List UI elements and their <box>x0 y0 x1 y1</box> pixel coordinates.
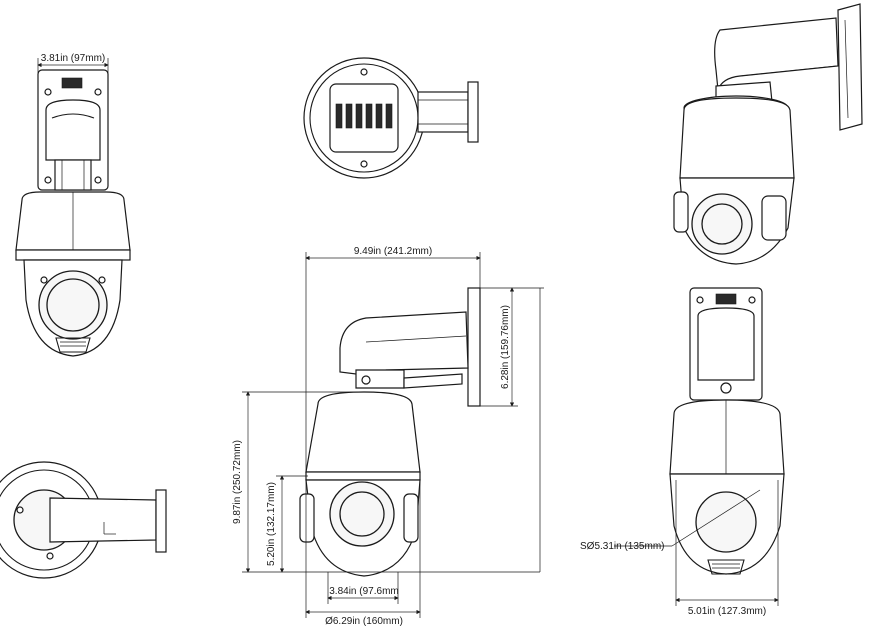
dim-lens-width: 3.84in (97.6mm <box>329 586 398 597</box>
front-view-with-plate: 3.81in (97mm) <box>15 53 131 357</box>
isometric-view <box>673 3 863 265</box>
side-view: 9.49in (241.2mm) 6.28in (159.76mm) 9.87i… <box>232 246 544 627</box>
dim-total-height: 9.87in (250.72mm) <box>232 440 243 524</box>
dim-top-width: 3.81in (97mm) <box>41 53 105 64</box>
dim-bracket-height: 6.28in (159.76mm) <box>500 305 511 389</box>
dim-lower-height: 5.20in (132.17mm) <box>266 482 277 566</box>
top-view <box>303 57 479 179</box>
bottom-view <box>0 461 167 579</box>
fin-group <box>335 103 393 129</box>
dim-diameter: Ø6.29in (160mm) <box>325 616 403 627</box>
rear-view: SØ5.31in (135mm) 5.01in (127.3mm) <box>580 287 785 617</box>
dim-side-width: 5.01in (127.3mm) <box>688 606 766 617</box>
dim-total-width: 9.49in (241.2mm) <box>354 246 432 257</box>
dim-sphere: SØ5.31in (135mm) <box>580 541 664 552</box>
